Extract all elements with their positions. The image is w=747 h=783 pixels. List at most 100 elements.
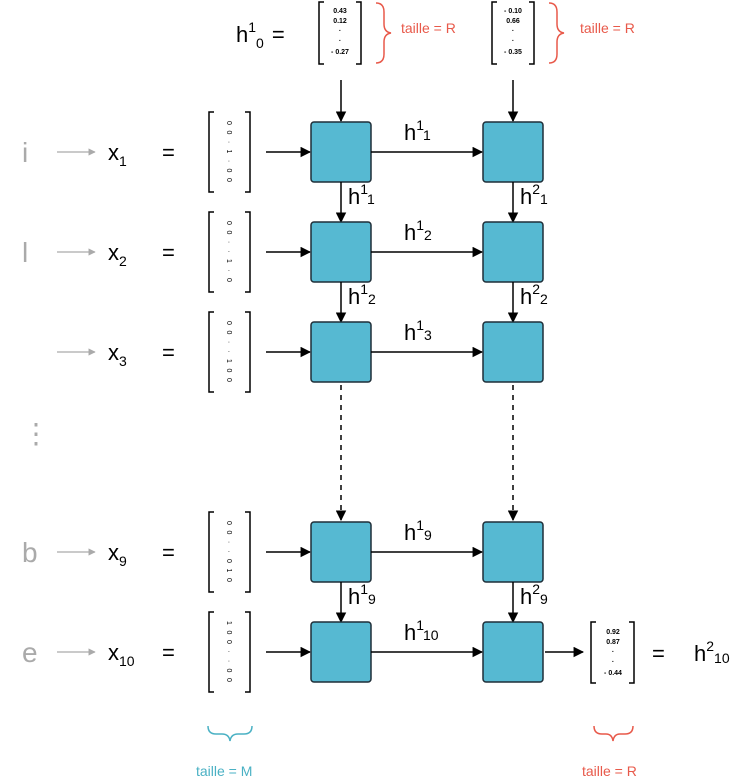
onehot-1-0: 0 bbox=[225, 221, 232, 225]
rnn-cell-layer2-4 bbox=[482, 621, 544, 683]
x-label-1: x2 bbox=[108, 240, 127, 269]
onehot-3-3: · bbox=[225, 550, 232, 552]
onehot-1-4: 1 bbox=[225, 259, 232, 263]
init-b-v3: · bbox=[512, 38, 514, 45]
onehot-4-4: · bbox=[225, 660, 232, 662]
onehot-1-5: · bbox=[225, 269, 232, 271]
initial-vector-layer2: - 0.10 0.66 · · - 0.35 bbox=[491, 1, 535, 65]
x-label-2: x3 bbox=[108, 340, 127, 369]
onehot-bracket-1 bbox=[208, 211, 251, 293]
output-label: h210 bbox=[694, 638, 730, 666]
onehot-2-6: 0 bbox=[225, 378, 232, 382]
x-label-4: x10 bbox=[108, 640, 135, 669]
output-size-note: taille = R bbox=[582, 763, 637, 779]
vertical-ellipsis: ⋮ bbox=[22, 418, 50, 449]
onehot-3-0: 0 bbox=[225, 521, 232, 525]
onehot-4-5: 0 bbox=[225, 669, 232, 673]
x-label-3: x9 bbox=[108, 540, 127, 569]
onehot-1-2: · bbox=[225, 241, 232, 243]
init-size-note-2: taille = R bbox=[580, 20, 635, 36]
init-a-v2: · bbox=[339, 28, 341, 35]
out-v3: · bbox=[612, 659, 614, 666]
onehot-4-1: 0 bbox=[225, 631, 232, 635]
input-char-0: i bbox=[22, 137, 28, 168]
h-down-label-1-3: h19 bbox=[348, 581, 376, 609]
onehot-3-2: · bbox=[225, 541, 232, 543]
onehot-2-0: 0 bbox=[225, 321, 232, 325]
output-vector: 0.92 0.87 · · - 0.44 bbox=[590, 621, 635, 684]
out-v2: · bbox=[612, 649, 614, 656]
out-v1: 0.87 bbox=[606, 639, 620, 646]
input-char-1: l bbox=[22, 237, 28, 268]
rows: i x1 = 0 0 · 1 · 0 0 h11 h11 h21 l x2 = 0 0 · · 1 · 0 h12 h12 h22… bbox=[22, 111, 548, 693]
onehot-0-2: · bbox=[225, 141, 232, 143]
x-equals-2: = bbox=[162, 340, 175, 365]
onehot-1-3: · bbox=[225, 250, 232, 252]
h-down-label-1-0: h11 bbox=[348, 181, 375, 209]
onehot-4-3: · bbox=[225, 650, 232, 652]
h-down-label-2-1: h22 bbox=[520, 281, 548, 309]
onehot-0-4: · bbox=[225, 160, 232, 162]
onehot-bracket-0 bbox=[208, 111, 251, 193]
onehot-2-5: 0 bbox=[225, 369, 232, 373]
init-a-v3: · bbox=[339, 38, 341, 45]
init-size-brace-1: taille = R bbox=[375, 2, 456, 64]
h-down-label-2-0: h21 bbox=[520, 181, 548, 209]
onehot-2-4: 1 bbox=[225, 359, 232, 363]
out-v4: - 0.44 bbox=[604, 670, 622, 677]
onehot-4-2: 0 bbox=[225, 640, 232, 644]
x-label-0: x1 bbox=[108, 140, 127, 169]
input-char-3: b bbox=[22, 537, 38, 568]
onehot-3-4: 0 bbox=[225, 559, 232, 563]
h-right-label-4: h110 bbox=[404, 617, 439, 645]
x-equals-4: = bbox=[162, 640, 175, 665]
rnn-cell-layer2-3 bbox=[482, 521, 544, 583]
input-size-note: taille = M bbox=[196, 763, 252, 779]
init-size-note-1: taille = R bbox=[401, 20, 456, 36]
onehot-4-6: 0 bbox=[225, 678, 232, 682]
h-down-label-2-3: h29 bbox=[520, 581, 548, 609]
initial-state-label: h10= bbox=[236, 19, 285, 51]
input-size-brace: taille = M bbox=[196, 725, 253, 779]
init-b-v4: - 0.35 bbox=[504, 49, 522, 56]
init-size-brace-2: taille = R bbox=[548, 2, 635, 64]
output-equals: = bbox=[652, 641, 665, 666]
onehot-bracket-4 bbox=[208, 611, 251, 693]
svg-text:h10=: h10= bbox=[236, 19, 285, 51]
initial-vector-layer1: 0.43 0.12 · · - 0.27 bbox=[318, 1, 362, 65]
init-b-v2: · bbox=[512, 28, 514, 35]
input-char-4: e bbox=[22, 637, 38, 668]
onehot-0-1: 0 bbox=[225, 131, 232, 135]
onehot-2-1: 0 bbox=[225, 331, 232, 335]
x-equals-1: = bbox=[162, 240, 175, 265]
onehot-3-1: 0 bbox=[225, 531, 232, 535]
init-a-v4: - 0.27 bbox=[331, 49, 349, 56]
onehot-bracket-3 bbox=[208, 511, 251, 593]
rnn-cell-layer1-1 bbox=[310, 221, 372, 283]
init-a-v0: 0.43 bbox=[333, 8, 347, 15]
rnn-cell-layer1-3 bbox=[310, 521, 372, 583]
onehot-2-2: · bbox=[225, 341, 232, 343]
onehot-0-0: 0 bbox=[225, 121, 232, 125]
h-right-label-2: h13 bbox=[404, 317, 432, 345]
onehot-0-6: 0 bbox=[225, 178, 232, 182]
out-v0: 0.92 bbox=[606, 629, 620, 636]
onehot-4-0: 1 bbox=[225, 621, 232, 625]
rnn-cell-layer2-2 bbox=[482, 321, 544, 383]
h-right-label-1: h12 bbox=[404, 217, 432, 245]
rnn-cell-layer2-1 bbox=[482, 221, 544, 283]
rnn-cell-layer1-0 bbox=[310, 121, 372, 183]
rnn-cell-layer1-4 bbox=[310, 621, 372, 683]
onehot-1-6: 0 bbox=[225, 278, 232, 282]
rnn-cell-layer2-0 bbox=[482, 121, 544, 183]
rnn-cell-layer1-2 bbox=[310, 321, 372, 383]
output-size-brace: taille = R bbox=[582, 725, 637, 779]
h-right-label-0: h11 bbox=[404, 117, 431, 145]
x-equals-3: = bbox=[162, 540, 175, 565]
onehot-1-1: 0 bbox=[225, 231, 232, 235]
init-b-v0: - 0.10 bbox=[504, 8, 522, 15]
onehot-0-3: 1 bbox=[225, 150, 232, 154]
h-down-label-1-1: h12 bbox=[348, 281, 376, 309]
onehot-3-5: 1 bbox=[225, 569, 232, 573]
